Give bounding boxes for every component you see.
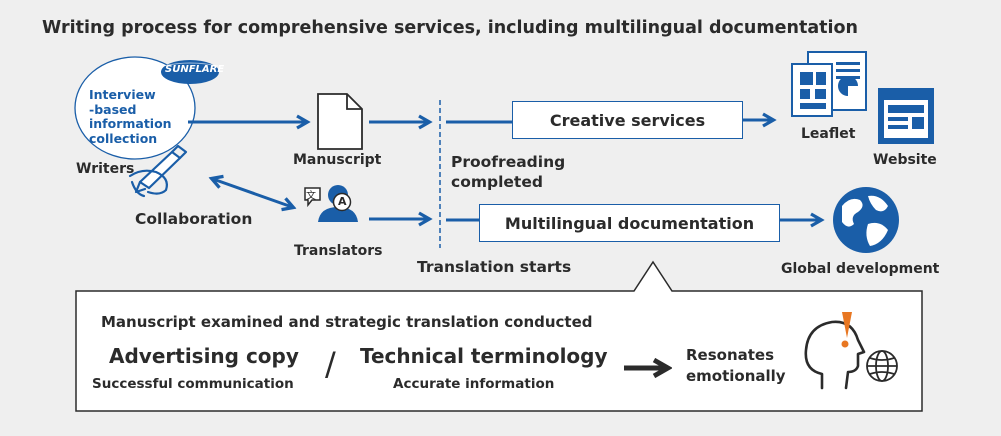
proofreading-line-1: Proofreading bbox=[451, 153, 566, 171]
multilingual-documentation-box: Multilingual documentation bbox=[479, 204, 780, 242]
sunflare-logo-text: SUNFLARE bbox=[165, 64, 225, 75]
globe-icon bbox=[833, 187, 899, 253]
manuscript-label: Manuscript bbox=[293, 152, 382, 168]
resonates-line-1: Resonates bbox=[686, 346, 775, 364]
resonates-label: Resonates emotionally bbox=[686, 345, 786, 387]
creative-services-box: Creative services bbox=[512, 101, 743, 139]
bubble-line-4: collection bbox=[89, 130, 158, 146]
proofreading-line-2: completed bbox=[451, 173, 543, 191]
technical-terminology-sub: Accurate information bbox=[393, 376, 555, 392]
diagram-title: Writing process for comprehensive servic… bbox=[42, 18, 858, 38]
bubble-line-1: Interview bbox=[89, 87, 156, 102]
bubble-line-3: information bbox=[89, 116, 172, 131]
translators-label: Translators bbox=[294, 243, 383, 259]
advertising-copy-sub: Successful communication bbox=[92, 376, 294, 392]
collaboration-label: Collaboration bbox=[135, 210, 253, 228]
writer-hand-icon bbox=[128, 144, 188, 198]
interview-bubble-text: Interview -based information collection bbox=[89, 87, 172, 146]
callout-heading: Manuscript examined and strategic transl… bbox=[101, 313, 593, 331]
separator-slash: / bbox=[325, 345, 336, 383]
sunflare-logo bbox=[161, 60, 219, 84]
leaflet-label: Leaflet bbox=[801, 126, 856, 142]
globe-outline-icon bbox=[866, 350, 898, 382]
website-icon bbox=[878, 88, 934, 144]
callout-box bbox=[75, 260, 923, 412]
technical-terminology-title: Technical terminology bbox=[360, 344, 608, 368]
translation-starts-label: Translation starts bbox=[417, 258, 572, 276]
leaflet-icon bbox=[791, 51, 867, 117]
translator-glyph-right: A bbox=[338, 195, 347, 208]
translator-glyph-left: 文 bbox=[306, 191, 316, 202]
translators-icon bbox=[304, 185, 358, 222]
global-development-label: Global development bbox=[781, 261, 940, 277]
proofreading-label: Proofreading completed bbox=[451, 152, 565, 192]
exclamation-icon bbox=[841, 312, 852, 348]
interview-bubble bbox=[74, 56, 196, 160]
resonates-line-2: emotionally bbox=[686, 367, 786, 385]
website-label: Website bbox=[873, 152, 937, 168]
bubble-line-2: -based bbox=[89, 101, 137, 117]
arrow-collaboration bbox=[213, 179, 292, 207]
manuscript-icon bbox=[317, 93, 363, 150]
writers-label: Writers bbox=[76, 161, 135, 177]
head-icon bbox=[804, 320, 866, 390]
advertising-copy-title: Advertising copy bbox=[109, 344, 299, 368]
